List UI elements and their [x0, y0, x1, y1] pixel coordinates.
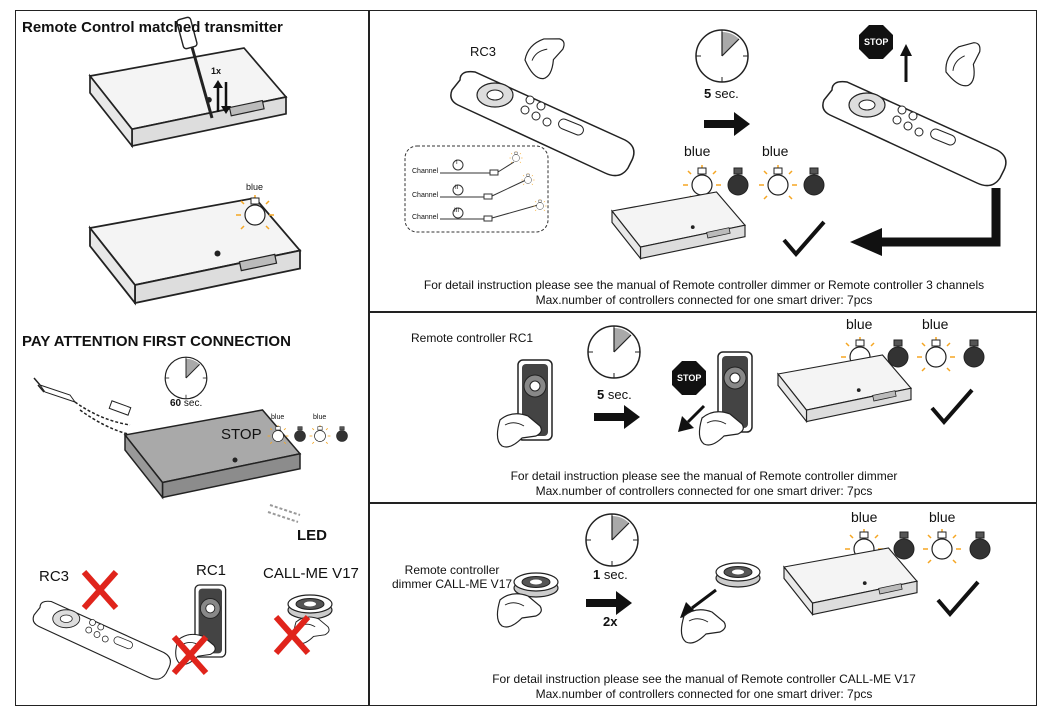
rc1-led1-label: blue — [846, 316, 873, 332]
timer-1-unit: sec. — [603, 567, 628, 582]
rc1-led2-label: blue — [922, 316, 949, 332]
rc3-remote — [450, 70, 635, 177]
press-count-label: 1x — [211, 66, 222, 76]
screwdriver-icon — [176, 16, 214, 119]
callme-title: Remote controller dimmer CALL-ME V17 — [392, 563, 512, 591]
driver-middle — [89, 197, 301, 304]
timer-1-label: 1 sec. — [593, 567, 628, 582]
timer-60-unit: sec. — [183, 398, 203, 409]
timer-5-unit: sec. — [714, 86, 739, 101]
driver-connection — [123, 409, 302, 500]
return-arrow-icon — [850, 188, 1001, 256]
blink-left-label: blue — [271, 414, 285, 421]
rc3-remote-right — [822, 80, 1007, 187]
callme-device-release — [715, 562, 761, 588]
rc3-led1-label: blue — [684, 143, 711, 159]
callme-led2-label: blue — [929, 509, 956, 525]
channel-num-3: III — [454, 208, 460, 214]
heading-first-connection: PAY ATTENTION FIRST CONNECTION — [22, 333, 291, 350]
stop-badge-rc3: STOP — [864, 37, 889, 47]
callme-label: CALL-ME V17 — [263, 565, 359, 582]
callme-title-line2: dimmer CALL-ME V17 — [392, 577, 513, 591]
rc3-caption: For detail instruction please see the ma… — [370, 278, 1038, 308]
rc3-title: RC3 — [470, 44, 497, 59]
panel-rc3 — [368, 10, 1037, 313]
channel-2-label: Channel — [412, 192, 439, 199]
timer-60-label: 60 sec. — [170, 398, 202, 409]
check-rc3-icon — [782, 220, 826, 256]
rc3-caption-line1: For detail instruction please see the ma… — [423, 278, 985, 292]
callme-title-line1: Remote controller — [404, 563, 500, 577]
driver-rc1 — [777, 354, 912, 423]
channel-num-1: I — [456, 160, 458, 166]
release-arrow-icon — [900, 44, 912, 82]
blink-right-label: blue — [313, 414, 327, 421]
driver-callme — [783, 547, 918, 616]
arrow-right-icon — [704, 112, 750, 136]
rc1-label: RC1 — [196, 562, 227, 579]
heading-transmitter: Remote Control matched transmitter — [22, 19, 283, 36]
timer-5-label: 5 sec. — [704, 86, 739, 101]
channel-box — [404, 145, 549, 233]
timer-60-value: 60 — [170, 398, 182, 409]
rc3-caption-line2: Max.number of controllers connected for … — [535, 293, 873, 307]
rc1-caption: For detail instruction please see the ma… — [370, 469, 1038, 499]
left-panel — [15, 10, 370, 706]
mains-plug-icon — [33, 377, 132, 435]
led-wires-icon — [267, 504, 301, 523]
panel-callme — [368, 502, 1037, 706]
channel-num-2: II — [455, 185, 459, 191]
cross-rc3-icon — [84, 572, 116, 608]
arrow-right-rc1-icon — [594, 405, 640, 429]
callme-caption-line1: For detail instruction please see the ma… — [492, 672, 916, 686]
channel-1-label: Channel — [412, 168, 439, 175]
timer-5-rc1-value: 5 — [597, 387, 605, 402]
blink-bulbs-left — [268, 425, 348, 444]
rc3-led2-label: blue — [762, 143, 789, 159]
hand-callme-press-icon — [496, 593, 542, 628]
timer-5-rc1-label: 5 sec. — [597, 387, 632, 402]
channel-3-label: Channel — [412, 214, 439, 221]
driver-rc3 — [611, 191, 746, 260]
release-arrow-rc1-icon — [678, 404, 706, 432]
led-color-top-label: blue — [246, 182, 264, 192]
channel-lines — [440, 159, 539, 222]
rc3-label: RC3 — [39, 568, 70, 585]
rc1-caption-line1: For detail instruction please see the ma… — [510, 469, 898, 483]
timer-5-rc1-icon — [587, 325, 641, 379]
timer-5-value: 5 — [704, 86, 712, 101]
callme-crossed — [287, 594, 333, 620]
hand-release-icon — [938, 33, 993, 91]
callme-caption-line2: Max.number of controllers connected for … — [535, 687, 873, 701]
timer-1-value: 1 — [593, 567, 601, 582]
check-rc1-icon — [930, 388, 974, 424]
check-callme-icon — [936, 580, 980, 616]
press-2x-label: 2x — [603, 614, 618, 629]
panel-rc1 — [368, 311, 1037, 504]
hand-callme-release-icon — [680, 609, 726, 644]
rc3-remote-crossed — [32, 600, 171, 680]
rc1-title: Remote controller RC1 — [411, 331, 534, 345]
stop-badge-rc1: STOP — [677, 373, 702, 383]
arrow-right-callme-icon — [586, 591, 632, 615]
timer-60-icon — [164, 356, 208, 400]
press-arrows-icon — [213, 80, 231, 114]
channel-bulb-icons — [509, 151, 546, 211]
led-label: LED — [297, 527, 327, 544]
stop-label: STOP — [221, 426, 262, 443]
driver-top — [89, 47, 287, 147]
hand-press-icon — [518, 28, 575, 83]
callme-led1-label: blue — [851, 509, 878, 525]
timer-5-icon — [695, 29, 749, 83]
rc1-caption-line2: Max.number of controllers connected for … — [535, 484, 873, 498]
timer-1-icon — [585, 513, 639, 567]
callme-caption: For detail instruction please see the ma… — [370, 672, 1038, 702]
callme-device — [513, 572, 559, 598]
timer-5-rc1-unit: sec. — [607, 387, 632, 402]
